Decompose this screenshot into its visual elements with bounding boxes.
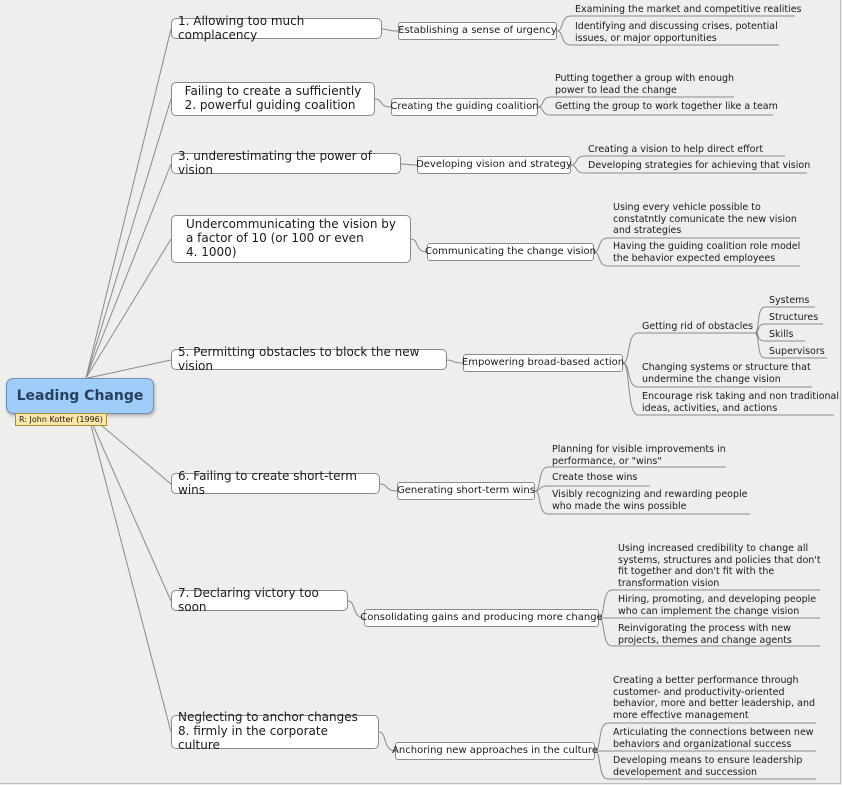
leaves-6-c1 [534,485,549,492]
reference-note: R: John Kotter (1996) [15,413,107,426]
leaf-8-3[interactable]: Developing means to ensure leadership de… [613,755,803,778]
subtopic-5[interactable]: Empowering broad-based action [462,354,624,372]
leaf-1-2[interactable]: Identifying and discussing crises, poten… [575,21,778,44]
main-topic-6[interactable]: 6. Failing to create short-term wins [171,469,380,496]
subtopic-7[interactable]: Consolidating gains and producing more c… [360,609,603,627]
leaf-3-2[interactable]: Developing strategies for achieving that… [588,160,811,171]
subleaf-structures[interactable]: Structures [769,312,819,323]
main-topic-8[interactable]: Neglecting to anchor changes 8. firmly i… [171,710,379,752]
leaves-2-c1 [537,106,552,116]
leaves-5-c1 [622,362,639,388]
conn-1 [381,28,399,32]
leaf-6-1[interactable]: Planning for visible improvements in per… [552,444,726,467]
conn-2 [374,98,392,108]
main-topic-2[interactable]: Failing to create a sufficiently 2. powe… [171,82,375,116]
subtopic-6[interactable]: Generating short-term wins [397,482,535,500]
leaf-5-3[interactable]: Encourage risk taking and non traditiona… [642,391,840,414]
spoke-line-3 [85,163,172,379]
spoke-line-2 [85,98,172,379]
leaf-4-1[interactable]: Using every vehicle possible to constatn… [613,202,797,236]
conn-3 [400,163,418,166]
leaves-6-c2 [534,490,549,515]
leaves-6-c0 [534,466,549,492]
leaf-6-3[interactable]: Visibly recognizing and rewarding people… [552,489,748,512]
conn-5 [446,359,464,364]
spoke-line-4 [85,238,172,379]
leaves-1-c0 [556,15,572,32]
leaf-7-3[interactable]: Reinvigorating the process with new proj… [618,623,792,646]
leaves-1-c1 [556,30,572,46]
leaves-5-c2 [622,362,639,416]
main-topic-7[interactable]: 7. Declaring victory too soon [171,586,348,613]
subleaves-5-c1 [754,323,766,334]
leaf-5-1[interactable]: Getting rid of obstacles [642,321,754,332]
conn-6 [379,483,398,492]
main-topic-3[interactable]: 3. underestimating the power of vision [171,149,401,176]
leaf-7-1[interactable]: Using increased credibility to change al… [618,543,821,589]
leaf-4-2[interactable]: Having the guiding coalition role model … [613,241,801,264]
leaf-6-2[interactable]: Create those wins [552,472,638,483]
leaf-1-1[interactable]: Examining the market and competitive rea… [575,4,802,15]
leaves-2-c0 [537,96,552,108]
subtopic-8[interactable]: Anchoring new approaches in the culture [392,742,598,760]
subleaves-5-c3 [754,332,766,359]
leaf-2-1[interactable]: Putting together a group with enough pow… [555,73,735,96]
subtopic-4[interactable]: Communicating the change vision [425,243,596,261]
leaves-3-c1 [570,164,586,174]
leaves-5-c0 [622,332,639,364]
subleaf-skills[interactable]: Skills [769,329,794,340]
main-topic-4[interactable]: Undercommunicating the vision by a facto… [171,215,411,263]
subtopic-2[interactable]: Creating the guiding coalition [390,98,539,116]
subtopic-3[interactable]: Developing vision and strategy [416,156,572,174]
leaf-7-2[interactable]: Hiring, promoting, and developing people… [618,594,817,617]
main-topic-1[interactable]: 1. Allowing too much complacency [171,14,382,41]
leaf-5-2[interactable]: Changing systems or structure that under… [642,362,811,385]
leaves-4-c1 [593,251,609,267]
subleaves-5-c2 [754,332,766,342]
subleaf-supervisors[interactable]: Supervisors [769,346,825,357]
leaves-4-c0 [593,237,609,253]
subleaves-5-c0 [754,306,766,334]
leaf-2-2[interactable]: Getting the group to work together like … [555,101,778,112]
leaves-3-c0 [570,155,586,166]
spoke-line-5 [87,359,172,379]
subtopic-1[interactable]: Establishing a sense of urgency [398,22,557,40]
subleaf-systems[interactable]: Systems [769,295,810,306]
central-topic[interactable]: Leading Change [6,378,154,414]
leaf-8-2[interactable]: Articulating the connections between new… [613,727,814,750]
spoke-line-1 [85,28,172,379]
spoke-line-7 [87,413,172,602]
leaf-8-1[interactable]: Creating a better performance through cu… [613,675,815,721]
spoke-line-8 [87,413,172,733]
main-topic-5[interactable]: 5. Permitting obstacles to block the new… [171,345,447,372]
leaf-3-1[interactable]: Creating a vision to help direct effort [588,144,764,155]
